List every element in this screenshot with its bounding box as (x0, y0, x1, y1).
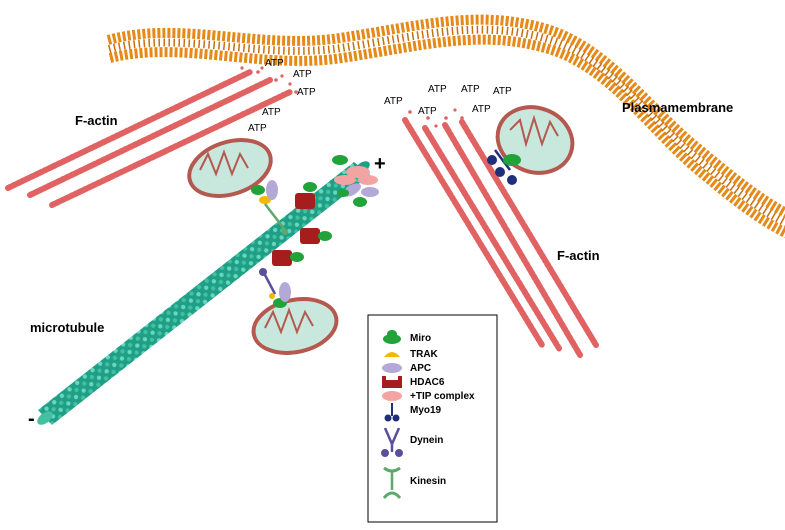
atp-label: ATP (384, 96, 403, 107)
tip-complex-cluster (332, 155, 379, 207)
myo19-adaptor (487, 149, 521, 185)
hdac6-proteins (272, 182, 332, 266)
f-actin-right (402, 108, 599, 358)
atp-label: ATP (428, 84, 447, 95)
trak-icon (384, 352, 400, 357)
atp-label: ATP (248, 123, 267, 134)
miro-icon (383, 330, 401, 344)
plus-end-label: + (374, 153, 386, 175)
legend-label-tip-complex: +TIP complex (410, 391, 475, 402)
plasma-membrane (106, 14, 785, 239)
tip-complex-icon (382, 391, 402, 401)
atp-label: ATP (461, 84, 480, 95)
mitochondrion-top-left (187, 138, 273, 198)
mitochondrion-bottom (251, 297, 339, 355)
myo19-icon (384, 403, 400, 422)
microtubule-label: microtubule (30, 320, 104, 335)
legend-label-myo19: Myo19 (410, 405, 442, 416)
plasma-membrane-label: Plasmamembrane (622, 100, 733, 115)
legend-label-kinesin: Kinesin (410, 476, 446, 487)
atp-label: ATP (418, 106, 437, 117)
legend-label-apc: APC (410, 363, 431, 374)
microtubule (37, 161, 370, 425)
legend-label-miro: Miro (410, 333, 431, 344)
legend-label-trak: TRAK (410, 349, 439, 360)
atp-label: ATP (265, 58, 284, 69)
dynein-miro-adaptor (259, 268, 291, 308)
minus-end-label: - (28, 408, 35, 430)
atp-label: ATP (493, 86, 512, 97)
atp-label: ATP (297, 87, 316, 98)
f-actin-left-label: F-actin (75, 113, 118, 128)
hdac6-icon (382, 376, 402, 388)
apc-icon (382, 363, 402, 373)
atp-label: ATP (472, 104, 491, 115)
atp-label: ATP (262, 107, 281, 118)
legend-label-hdac6: HDAC6 (410, 377, 445, 388)
legend: Miro TRAK APC HDAC6 +TIP complex Myo19 (367, 314, 498, 523)
trak-miro-kinesin-adaptor (251, 180, 288, 235)
f-actin-right-label: F-actin (557, 248, 600, 263)
legend-label-dynein: Dynein (410, 435, 443, 446)
dynein-icon (381, 427, 403, 457)
atp-label: ATP (293, 69, 312, 80)
kinesin-icon (382, 466, 402, 499)
f-actin-left (5, 66, 298, 208)
